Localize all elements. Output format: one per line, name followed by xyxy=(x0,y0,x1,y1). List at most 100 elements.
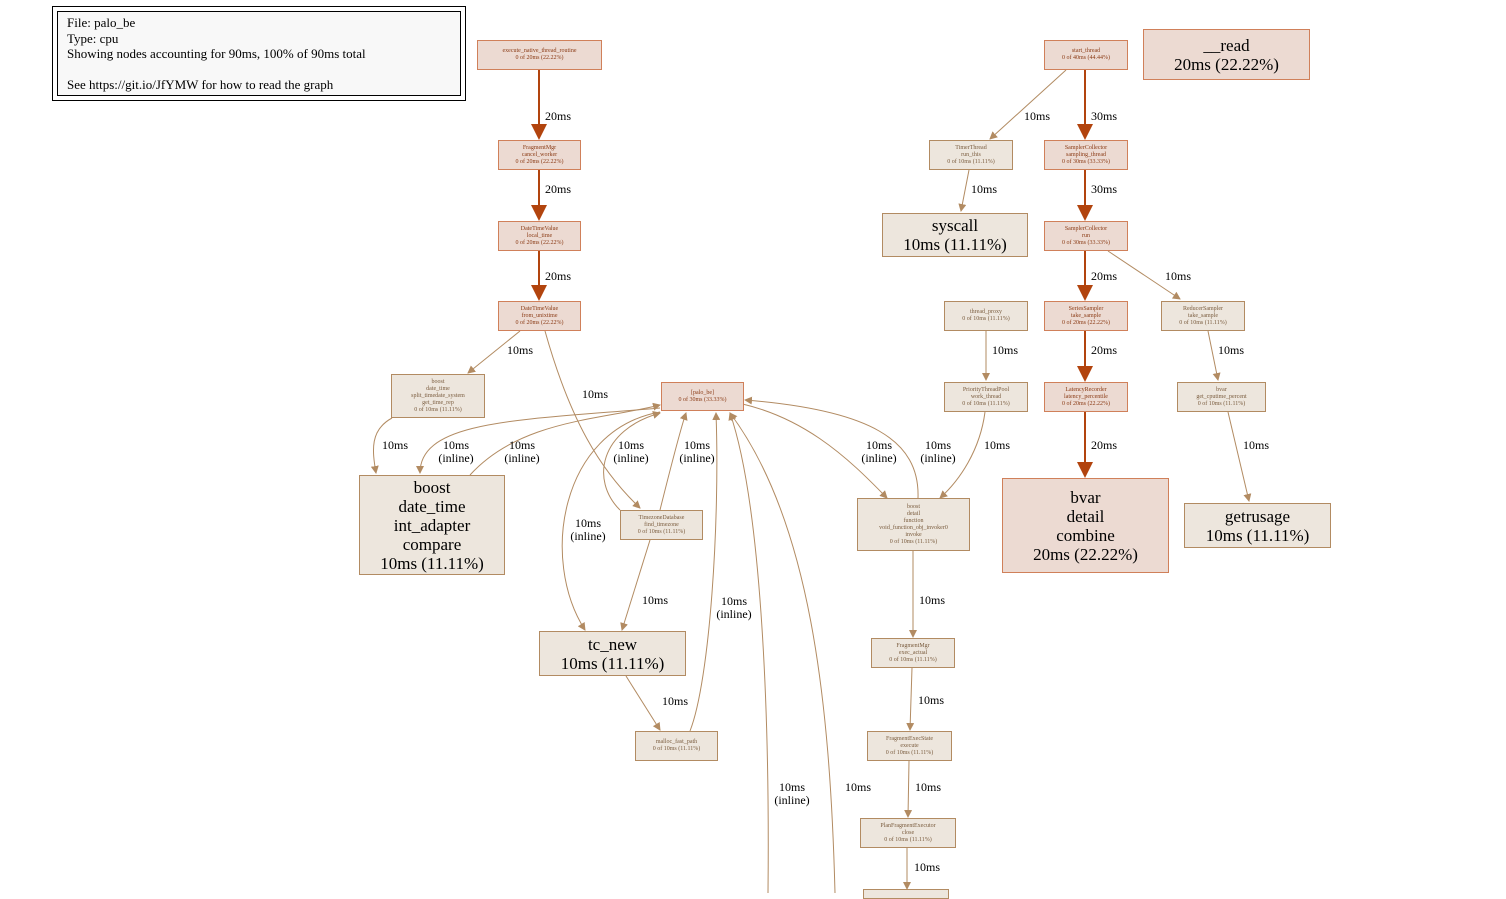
edge-label: 10ms xyxy=(1242,438,1269,452)
node-label-line: TimerThread xyxy=(955,144,987,151)
edge-label: 10ms(inline) xyxy=(716,594,752,621)
edge-label: 10ms xyxy=(1023,109,1050,123)
node-palo-be[interactable]: [palo_be]0 of 30ms (33.33%) xyxy=(661,382,744,411)
node-label-line: 0 of 10ms (11.11%) xyxy=(884,836,932,843)
node-label-line: 0 of 10ms (11.11%) xyxy=(652,746,701,752)
node-label-line: 0 of 10ms (11.11%) xyxy=(962,316,1010,322)
node-label-line: 0 of 20ms (22.22%) xyxy=(515,239,564,246)
edge-label: 10ms xyxy=(918,593,945,607)
node-label-line: LatencyRecorder xyxy=(1065,386,1107,393)
edge-label: 10ms xyxy=(506,343,533,357)
node-label-line: DateTimeValue xyxy=(520,225,559,232)
node-label-line: detail xyxy=(1066,506,1105,526)
edge-label: 10ms xyxy=(917,693,944,707)
node-label-line: thread_proxy xyxy=(970,309,1002,315)
node-label-line: SeriesSampler xyxy=(1068,305,1104,312)
node-label-line: exec_actual xyxy=(898,649,928,656)
edge-label: 10ms xyxy=(844,780,871,794)
node-label-line: 0 of 10ms (11.11%) xyxy=(889,538,938,545)
legend-line: File: palo_be xyxy=(67,15,136,30)
node-label-line: 0 of 20ms (22.22%) xyxy=(515,319,564,326)
node-label-line: [palo_be] xyxy=(691,389,714,396)
node-label-line: get_cputime_percent xyxy=(1196,393,1247,400)
node-label-line: 0 of 20ms (22.22%) xyxy=(515,158,564,165)
node-label-line: detail xyxy=(906,510,921,517)
node-label-line: SamplerCollector xyxy=(1064,225,1108,232)
node-label-line: 0 of 40ms (44.44%) xyxy=(1062,55,1110,61)
edge-label: 20ms xyxy=(1090,343,1117,357)
node-label-line: boost xyxy=(413,477,451,497)
edge-label: 10ms xyxy=(991,343,1018,357)
node-label-line: FragmentMgr xyxy=(522,144,557,151)
node-label-line: 0 of 10ms (11.11%) xyxy=(1179,319,1227,326)
node-label-line: syscall xyxy=(931,216,979,235)
node-label-line: boost xyxy=(906,503,920,510)
edge-label: 10ms xyxy=(914,780,941,794)
node-label-line: 0 of 20ms (22.22%) xyxy=(1062,400,1110,407)
edge-label: 20ms xyxy=(1090,438,1117,452)
node-label-line: boost xyxy=(431,378,445,385)
node-label-line: 0 of 20ms (22.22%) xyxy=(515,55,564,61)
node-label-line: local_time xyxy=(526,232,553,239)
edge-label: 10ms(inline) xyxy=(613,438,649,465)
node-label-line: FragmentMgr xyxy=(896,642,930,649)
node-label-line: 0 of 10ms (11.11%) xyxy=(947,158,995,165)
node-label-line: close xyxy=(901,829,915,836)
node-label-line: date_time xyxy=(426,385,450,392)
node-label-line: 0 of 30ms (33.33%) xyxy=(678,396,727,403)
node-label-line: PlanFragmentExecutor xyxy=(880,822,936,829)
edge-label: 10ms(inline) xyxy=(570,516,606,543)
edge-label: 10ms(inline) xyxy=(861,438,897,465)
edge-label: 10ms xyxy=(661,694,688,708)
edge-label: 30ms xyxy=(1090,182,1117,196)
edge-label: 10ms(inline) xyxy=(920,438,956,465)
node-label-line: 0 of 30ms (33.33%) xyxy=(1062,158,1110,165)
node-label-line: ReducerSampler xyxy=(1183,305,1223,312)
node-label-line: 10ms (11.11%) xyxy=(560,653,665,673)
node-label-line: PriorityThreadPool xyxy=(962,386,1010,393)
node-label-line: FragmentExecState xyxy=(886,735,933,742)
edge-label: 10ms xyxy=(641,593,668,607)
node-label-line: date_time xyxy=(398,496,466,516)
edge-label: 10ms xyxy=(970,182,997,196)
node-offscreen[interactable] xyxy=(863,889,949,899)
node-label-line: 10ms (11.11%) xyxy=(380,553,484,573)
node-label-line: split_timedate_system xyxy=(411,392,465,399)
node-label-line: 0 of 20ms (22.22%) xyxy=(1062,319,1110,326)
node-label-line: find_timezone xyxy=(644,521,679,528)
node-label-line: bvar xyxy=(1070,487,1101,507)
node-label-line: 0 of 30ms (33.33%) xyxy=(1062,239,1110,246)
edge-label: 10ms(inline) xyxy=(438,438,474,465)
node-label-line: SamplerCollector xyxy=(1064,144,1108,151)
legend-line: Type: cpu xyxy=(67,30,119,46)
